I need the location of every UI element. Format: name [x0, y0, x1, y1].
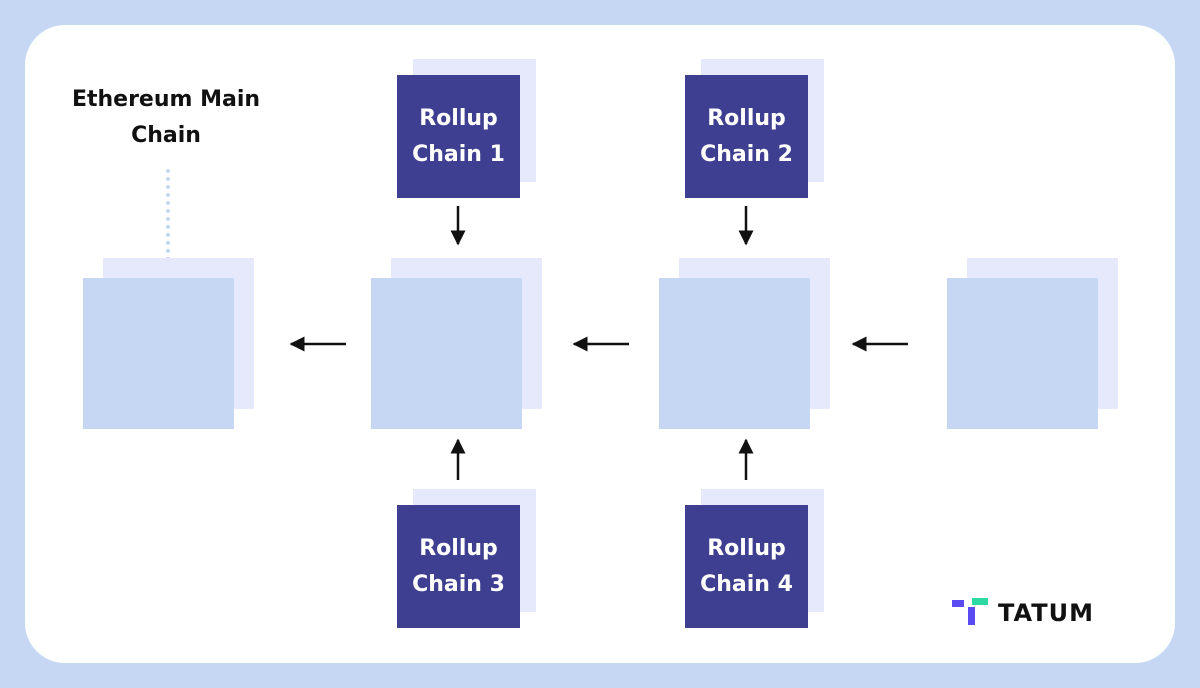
rollup-chain-1-label: Rollup Chain 1	[397, 75, 520, 198]
main-chain-title: Ethereum Main Chain	[71, 87, 261, 148]
rollup-chain-2-label: Rollup Chain 2	[685, 75, 808, 198]
tatum-logo-text: TATUM	[998, 599, 1094, 627]
main-chain-connector	[166, 169, 170, 277]
rollup-chain-4-label: Rollup Chain 4	[685, 505, 808, 628]
tatum-logo-icon	[952, 598, 988, 625]
tatum-logo: TATUM	[952, 598, 1094, 628]
rollup-chain-3-label: Rollup Chain 3	[397, 505, 520, 628]
